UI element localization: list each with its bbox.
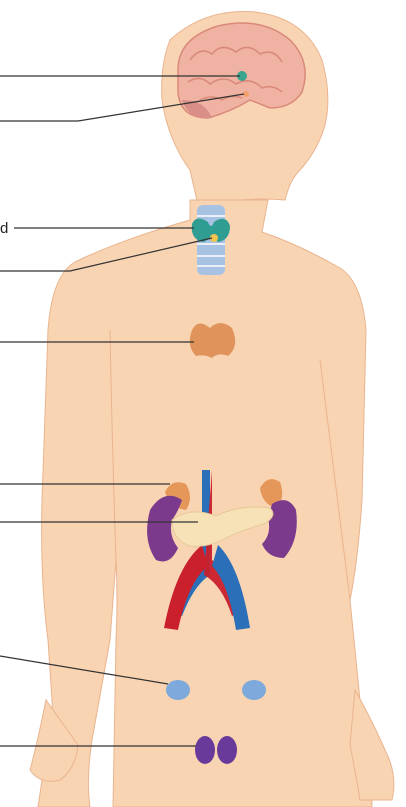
thyroid-label-fragment: d xyxy=(0,220,8,237)
body-silhouette xyxy=(30,12,394,807)
brain-icon xyxy=(178,23,305,119)
thymus-icon xyxy=(190,323,235,358)
